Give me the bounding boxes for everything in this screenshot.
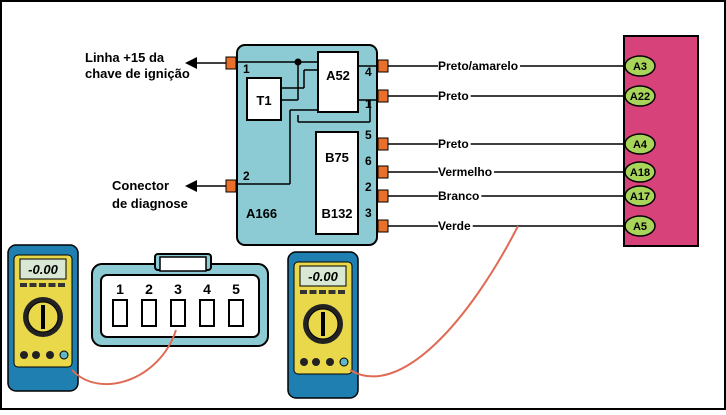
ecu-pin-badge [624, 133, 656, 155]
ecu-pin-label: A5 [633, 221, 647, 233]
wire-label: Preto/amarelo [438, 59, 518, 73]
module-internal-wiring [238, 61, 378, 185]
ecu-pin-badge [624, 215, 656, 237]
pin-right-3: 3 [365, 206, 372, 220]
terminal-left-2 [225, 179, 237, 193]
label-ignition-line-1: Linha +15 da [85, 50, 165, 65]
ecu-pin-badge [624, 55, 656, 77]
connector-pin-label: 4 [203, 281, 211, 297]
meter-key [309, 290, 317, 294]
meter-key [48, 283, 56, 287]
terminal-right-3 [377, 165, 389, 179]
relay-box [317, 51, 359, 113]
meter-key [20, 283, 27, 287]
connector-pin-slot [228, 299, 244, 327]
meter-display [19, 258, 67, 280]
transformer-box [246, 77, 282, 121]
meter-jack [59, 350, 69, 360]
meter-jack [326, 358, 334, 366]
meter-key [300, 290, 307, 294]
transformer-label: T1 [256, 93, 271, 108]
ecu-pin-label: A4 [633, 139, 648, 151]
meter-display [299, 265, 347, 287]
terminal-right-0 [377, 59, 389, 73]
pin-left-1: 1 [243, 62, 250, 76]
connector-pin-label: 3 [174, 281, 182, 297]
meter-key [39, 283, 46, 287]
meter-jack [312, 358, 320, 366]
ecu-pin-badge [624, 161, 656, 183]
meter-jack [20, 351, 28, 359]
junction-dot [294, 58, 302, 66]
meter-key [58, 283, 65, 287]
wire-label: Preto [438, 137, 469, 151]
connector-pin-label: 2 [145, 281, 153, 297]
meter-reading: -0.00 [308, 269, 338, 284]
pin-right-6: 6 [365, 154, 372, 168]
meter-reading: -0.00 [28, 262, 58, 277]
terminal-right-2 [377, 137, 389, 151]
meter-key [29, 283, 37, 287]
wire-label: Preto [438, 89, 469, 103]
pin-right-2: 2 [365, 180, 372, 194]
pin-right-4: 4 [365, 65, 372, 79]
ecu-pin-badge [624, 185, 656, 207]
label-ignition-line-2: chave de ignição [85, 66, 190, 81]
connector-pin-label: 5 [232, 281, 240, 297]
probe-wire-left [71, 329, 177, 386]
sensor-bottom-label: B132 [321, 206, 352, 221]
wire-label: Vermelho [438, 165, 492, 179]
terminal-left-1 [225, 56, 237, 70]
connector-pin-slot [112, 299, 128, 327]
ecu-pin-label: A22 [630, 91, 650, 103]
terminal-right-1 [377, 89, 389, 103]
multimeter-right: -0.00 [287, 251, 359, 399]
sensor-top-label: B75 [325, 150, 349, 165]
wire-label: Branco [438, 189, 479, 203]
pin-left-2: 2 [243, 169, 250, 183]
ecu-pin-label: A17 [630, 191, 650, 203]
meter-jack [300, 358, 308, 366]
meter-jack [32, 351, 40, 359]
ecu-pin-badge [624, 85, 656, 107]
label-diag-line-2: de diagnose [112, 196, 188, 211]
multimeter-left: -0.00 [7, 244, 79, 392]
module-name: A166 [246, 206, 277, 221]
connector-pin-label: 1 [116, 281, 124, 297]
pin-right-1: 1 [365, 97, 372, 111]
terminal-right-5 [377, 219, 389, 233]
meter-jack [339, 357, 349, 367]
meter-key [319, 290, 326, 294]
wire-label: Verde [438, 219, 471, 233]
pin-right-5: 5 [365, 128, 372, 142]
sensor-box [315, 131, 359, 235]
probe-wire-right [349, 225, 519, 378]
relay-label: A52 [326, 68, 350, 83]
connector-pin-slot [199, 299, 215, 327]
meter-jack [46, 351, 54, 359]
connector-pin-slot [170, 299, 186, 327]
label-diag-line-1: Conector [112, 178, 169, 193]
ecu-pin-label: A3 [633, 61, 647, 73]
ecu-pin-label: A18 [630, 167, 650, 179]
connector-pin-slot [141, 299, 157, 327]
meter-key [338, 290, 345, 294]
terminal-right-4 [377, 189, 389, 203]
meter-key [328, 290, 336, 294]
